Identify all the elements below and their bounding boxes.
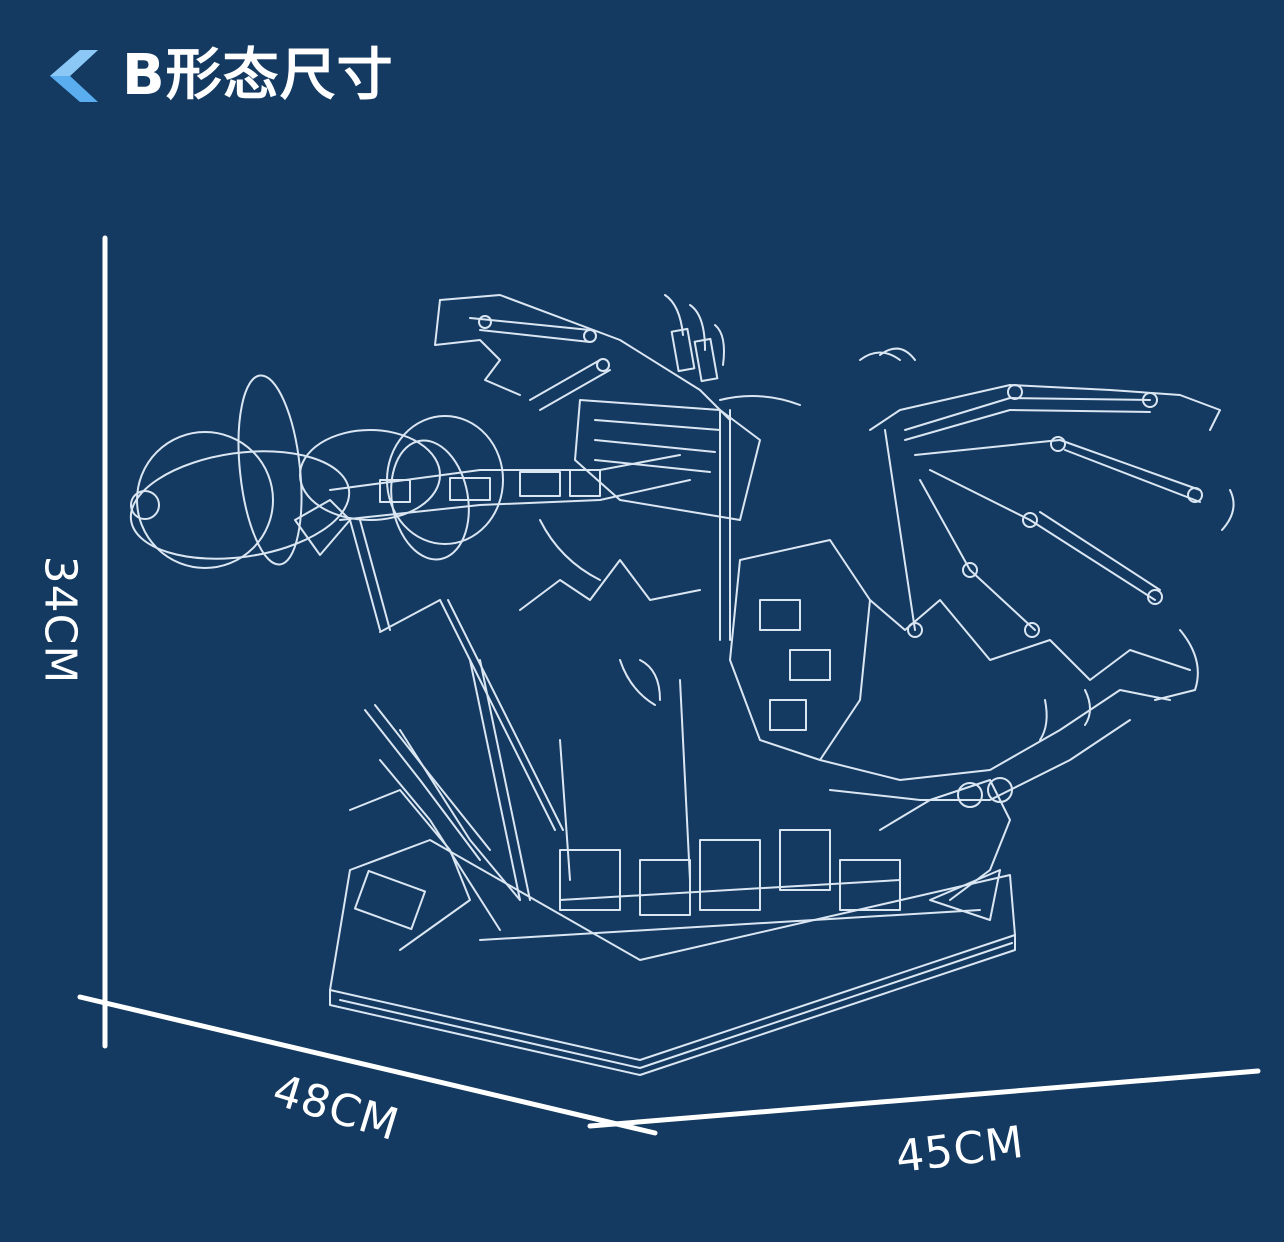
header: B形态尺寸 — [44, 44, 394, 108]
height-dimension-label: 34CM — [34, 555, 86, 685]
depth-dimension-line — [77, 994, 658, 1136]
width-dimension-line — [587, 1068, 1261, 1129]
chevron-left-icon[interactable] — [44, 46, 100, 106]
dragon-illustration — [129, 294, 1235, 1076]
page-title: B形态尺寸 — [122, 43, 394, 108]
